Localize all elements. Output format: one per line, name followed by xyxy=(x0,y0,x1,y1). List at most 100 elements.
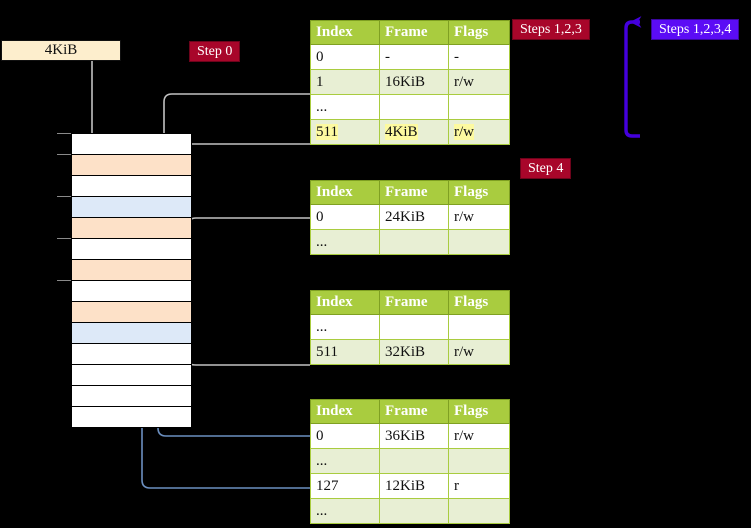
memory-frame-row xyxy=(72,196,191,217)
table-cell-text: ... xyxy=(316,98,328,115)
table-cell-text: r/w xyxy=(454,208,474,225)
memory-frame-row xyxy=(72,217,191,238)
table-cell-text: ... xyxy=(316,318,328,335)
badge-steps-123-label: Steps 1,2,3 xyxy=(520,22,582,37)
table-cell: r/w xyxy=(448,119,510,145)
memory-frame-row xyxy=(72,343,191,364)
table-cell xyxy=(448,498,510,524)
memory-frame-row xyxy=(72,364,191,385)
table-cell: r/w xyxy=(448,339,510,365)
table-header-frame: Frame xyxy=(379,180,449,205)
table-cell-text: 36KiB xyxy=(385,427,426,444)
table-cell: r/w xyxy=(448,69,510,95)
table-cell: ... xyxy=(310,498,380,524)
table-cell xyxy=(379,448,449,474)
table-cell xyxy=(379,498,449,524)
table-cell-text: 32KiB xyxy=(385,343,426,360)
table-row: ... xyxy=(310,448,510,474)
size-label-box: 4KiB xyxy=(1,40,121,61)
table-cell: 24KiB xyxy=(379,204,449,230)
badge-steps-1234-label: Steps 1,2,3,4 xyxy=(659,22,732,37)
table-cell xyxy=(448,314,510,340)
wire-pdp-entry xyxy=(178,206,310,252)
table-header-index: Index xyxy=(310,180,380,205)
table-cell-text: 511 xyxy=(316,123,338,140)
table-cell xyxy=(448,448,510,474)
badge-steps-1234: Steps 1,2,3,4 xyxy=(651,19,740,40)
table-cell xyxy=(448,94,510,120)
table-cell: - xyxy=(448,44,510,70)
table-header-index: Index xyxy=(310,20,380,45)
memory-row-tick xyxy=(57,154,71,155)
table-cell: 1 xyxy=(310,69,380,95)
table-cell: r/w xyxy=(448,423,510,449)
table-cell-text: 12KiB xyxy=(385,477,426,494)
memory-frame-row xyxy=(72,385,191,406)
table-row: 0 36KiB r/w xyxy=(310,423,510,449)
table-cell xyxy=(379,314,449,340)
memory-row-tick xyxy=(57,238,71,239)
table-cell-text: 1 xyxy=(316,73,324,90)
table-header-flags: Flags xyxy=(448,20,510,45)
table-cell-text: 511 xyxy=(316,343,338,360)
memory-frame-row xyxy=(72,133,191,154)
physical-memory-column xyxy=(71,133,192,428)
table-cell-text: r/w xyxy=(454,343,474,360)
table-row: 0 -- xyxy=(310,44,510,70)
table-cell-text: 127 xyxy=(316,477,339,494)
table-row: 0 24KiB r/w xyxy=(310,204,510,230)
table-cell-text: 0 xyxy=(316,48,324,65)
table-cell: 12KiB xyxy=(379,473,449,499)
table-cell: r/w xyxy=(448,204,510,230)
table-row: 511 4KiB r/w xyxy=(310,119,510,145)
table-cell-text: 0 xyxy=(316,427,324,444)
table-cell: 16KiB xyxy=(379,69,449,95)
memory-frame-row xyxy=(72,322,191,343)
badge-step-4: Step 4 xyxy=(520,158,572,179)
memory-frame-row xyxy=(72,154,191,175)
table-cell-text: r xyxy=(454,477,459,494)
table-cell: ... xyxy=(310,448,380,474)
table-cell: 0 xyxy=(310,423,380,449)
badge-steps-123: Steps 1,2,3 xyxy=(512,19,590,40)
table-row: ... xyxy=(310,229,510,255)
table-cell: 0 xyxy=(310,204,380,230)
memory-frame-row xyxy=(72,175,191,196)
table-cell xyxy=(448,229,510,255)
badge-step-4-label: Step 4 xyxy=(528,161,564,176)
memory-row-tick xyxy=(57,196,71,197)
table-cell-text: ... xyxy=(316,233,328,250)
table-cell: ... xyxy=(310,229,380,255)
table-header-flags: Flags xyxy=(448,399,510,424)
table-row: ... xyxy=(310,94,510,120)
memory-frame-row xyxy=(72,259,191,280)
size-label-text: 4KiB xyxy=(44,42,78,58)
table-cell xyxy=(379,229,449,255)
table-cell-text: 4KiB xyxy=(385,123,418,140)
table-cell: 127 xyxy=(310,473,380,499)
memory-frame-row xyxy=(72,238,191,259)
table-row: 511 32KiB r/w xyxy=(310,339,510,365)
badge-step-0: Step 0 xyxy=(189,41,241,62)
badge-step-0-label: Step 0 xyxy=(197,44,233,59)
table-cell-text: ... xyxy=(316,502,328,519)
table-cell-text: 16KiB xyxy=(385,73,426,90)
memory-frame-row xyxy=(72,301,191,322)
memory-row-tick xyxy=(57,280,71,281)
table-row: ... xyxy=(310,314,510,340)
table-cell-text: 0 xyxy=(316,208,324,225)
table-row: ... xyxy=(310,498,510,524)
table-cell: ... xyxy=(310,314,380,340)
table-header-index: Index xyxy=(310,290,380,315)
table-cell-text: - xyxy=(454,48,459,65)
table-cell: r xyxy=(448,473,510,499)
table-header-index: Index xyxy=(310,399,380,424)
table-header-frame: Frame xyxy=(379,290,449,315)
table-row: 127 12KiB r xyxy=(310,473,510,499)
table-header-flags: Flags xyxy=(448,290,510,315)
table-cell: - xyxy=(379,44,449,70)
